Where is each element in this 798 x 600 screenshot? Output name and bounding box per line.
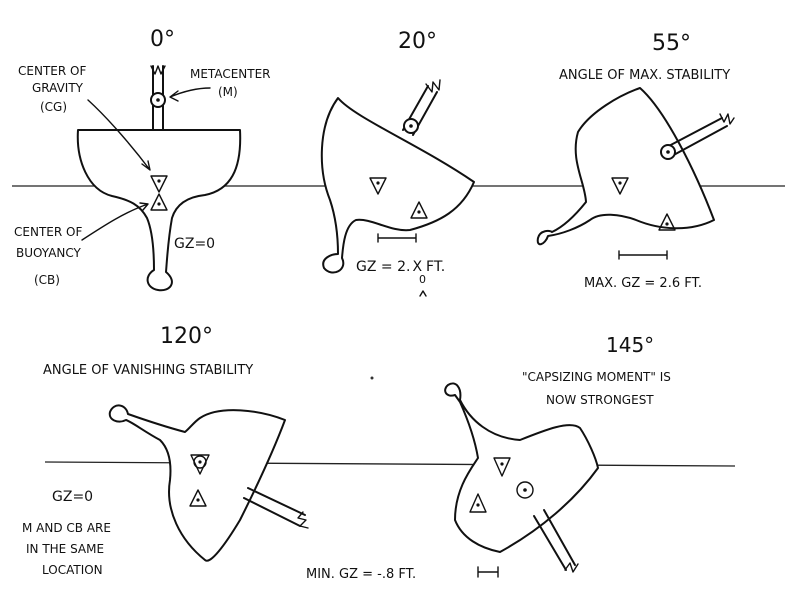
cb-arrow: [81, 202, 149, 241]
gz-label-55: MAX. GZ = 2.6 FT.: [584, 276, 702, 291]
metacenter-ring-120: [193, 455, 207, 469]
mast-break-20: [425, 79, 441, 93]
cb-symbol-120: [189, 489, 207, 507]
cb-dot-145: [476, 503, 480, 507]
caption-145: "CAPSIZING MOMENT" IS NOW STRONGEST: [522, 370, 675, 407]
correction-caret-20: [419, 290, 427, 297]
panel-55-degrees: 55° ANGLE OF MAX. STABILITY MAX. GZ = 2.…: [536, 31, 735, 291]
metacenter-label-line-1: METACENTER: [190, 67, 271, 81]
gz-label-20-struck: X: [412, 259, 422, 275]
gz-bracket-20: [377, 233, 417, 243]
hull-120: [108, 404, 286, 562]
note-120-line-2: IN THE SAME: [26, 542, 104, 556]
metacenter-label: METACENTER (M): [190, 67, 274, 99]
hull-145: [444, 382, 599, 553]
mast-break-55: [719, 113, 735, 125]
cg-label-line-3: (CG): [40, 100, 67, 114]
cg-dot-0: [157, 179, 161, 183]
mast-55: [664, 117, 728, 158]
waterline-bottom: [44, 461, 736, 467]
cg-arrow: [87, 99, 151, 171]
gz-label-120: GZ=0: [52, 489, 93, 505]
gz-label-20-value: GZ = 2.: [356, 259, 410, 275]
mast-145: [533, 509, 576, 571]
cb-label-line-3: (CB): [34, 273, 60, 287]
cg-symbol-120: [190, 454, 210, 475]
angle-label-0: 0°: [150, 27, 175, 52]
panel-0-degrees: 0° CENTER OF GRAVITY (CG) METACENTER (M)…: [14, 27, 274, 292]
cg-symbol-145: [493, 457, 511, 477]
angle-label-145: 145°: [606, 333, 654, 357]
cb-symbol-145: [469, 493, 487, 513]
cg-dot-145: [500, 462, 504, 466]
gz-bracket-55: [618, 250, 668, 260]
stray-dot: [370, 376, 374, 380]
cg-symbol-55: [611, 177, 629, 195]
caption-145-line-2: NOW STRONGEST: [546, 393, 654, 407]
cb-symbol-0: [150, 193, 168, 211]
angle-label-55: 55°: [652, 31, 691, 56]
note-120-line-1: M AND CB ARE: [22, 521, 111, 535]
cb-symbol-20: [410, 201, 428, 219]
cg-label-line-2: GRAVITY: [32, 81, 84, 95]
cb-label-line-1: CENTER OF: [14, 225, 82, 239]
cg-label: CENTER OF GRAVITY (CG): [18, 64, 90, 114]
cg-label-line-1: CENTER OF: [18, 64, 86, 78]
cb-label-line-2: BUOYANCY: [16, 246, 82, 260]
note-120: M AND CB ARE IN THE SAME LOCATION: [22, 521, 115, 577]
gz-label-0: GZ=0: [174, 236, 215, 252]
cg-dot-55: [618, 181, 622, 185]
caption-55: ANGLE OF MAX. STABILITY: [559, 68, 730, 83]
cb-label: CENTER OF BUOYANCY (CB): [14, 225, 86, 287]
cb-symbol-55: [658, 213, 676, 231]
cg-symbol-20: [369, 177, 387, 195]
cg-dot-120: [198, 460, 202, 464]
panel-120-degrees: 120° ANGLE OF VANISHING STABILITY GZ=0 M…: [22, 324, 309, 577]
panel-145-degrees: 145° "CAPSIZING MOMENT" IS NOW STRONGEST…: [306, 333, 675, 582]
mast-break-145: [564, 562, 579, 573]
note-120-line-3: LOCATION: [42, 563, 103, 577]
hull-20: [320, 97, 475, 274]
metacenter-marker-145: [516, 481, 534, 499]
metacenter-dot-20: [409, 124, 413, 128]
metacenter-dot-145: [523, 488, 527, 492]
caption-145-line-1: "CAPSIZING MOMENT" IS: [522, 370, 671, 384]
mast-break-0: [150, 65, 166, 75]
caption-120: ANGLE OF VANISHING STABILITY: [43, 363, 253, 378]
gz-label-145: MIN. GZ = -.8 FT.: [306, 567, 416, 582]
cg-dot-20: [376, 181, 380, 185]
metacenter-label-line-2: (M): [218, 85, 238, 99]
cb-dot-0: [157, 202, 161, 206]
mast-break-120: [297, 511, 309, 529]
cb-dot-55: [665, 222, 669, 226]
cg-symbol-0: [150, 175, 168, 193]
angle-label-20: 20°: [398, 29, 437, 54]
cb-dot-120: [196, 498, 200, 502]
gz-bracket-145: [477, 566, 499, 578]
metacenter-dot-55: [666, 150, 670, 154]
cb-dot-20: [417, 210, 421, 214]
hull-55: [536, 87, 715, 246]
metacenter-dot-0: [156, 98, 160, 102]
angle-label-120: 120°: [160, 324, 213, 349]
mast-120: [243, 487, 306, 527]
metacenter-arrow: [169, 87, 211, 102]
gz-correction-20: 0: [419, 273, 426, 286]
gz-label-20-unit: FT.: [426, 259, 445, 275]
